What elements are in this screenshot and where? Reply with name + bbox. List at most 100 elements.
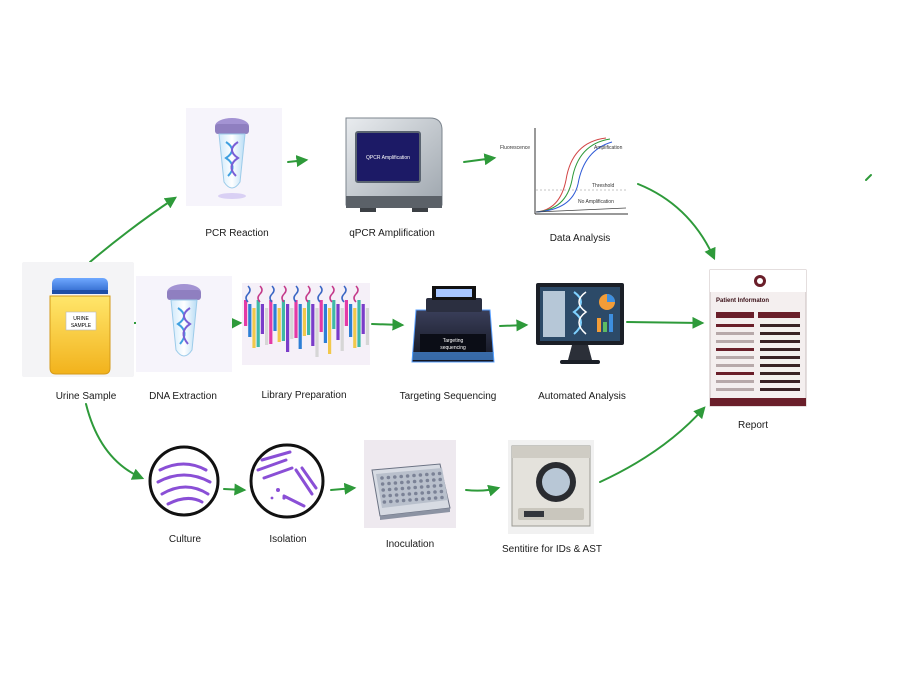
report-line (760, 340, 800, 343)
tray-well (400, 480, 404, 485)
report-line (760, 380, 800, 383)
tray-well (440, 495, 444, 500)
tray-well (426, 490, 431, 495)
tray-well (380, 482, 385, 486)
tray-well (431, 472, 436, 476)
library-bar (365, 308, 369, 345)
sequencer-icon: Targeting sequencing (411, 286, 495, 363)
jar-label-line2: SAMPLE (71, 323, 92, 329)
library-helix (245, 285, 251, 303)
arrow-urine-to-culture (85, 403, 145, 480)
report-line (716, 332, 754, 335)
arrow-stray-mark (865, 174, 872, 181)
tray-well (401, 498, 406, 503)
label-data-analysis: Data Analysis (550, 233, 611, 244)
arrow-seq-to-auto (499, 319, 529, 332)
tray-well (407, 492, 412, 496)
library-helix (329, 285, 335, 303)
tray-well (394, 493, 399, 497)
report-line (760, 348, 800, 351)
jar-label-line1: URINE (73, 316, 89, 322)
report-document-icon: Patient Informaton (709, 269, 807, 407)
label-inoculation: Inoculation (386, 539, 434, 550)
tray-well (433, 496, 438, 500)
library-bar (248, 304, 252, 337)
library-helix (317, 285, 323, 303)
library-bar (357, 300, 361, 347)
pcr-tube-icon (186, 108, 282, 206)
report-line (716, 356, 754, 359)
tray-well (420, 491, 425, 495)
arrow-data-to-report (637, 183, 716, 261)
library-bar (252, 308, 256, 348)
library-bar (323, 304, 327, 343)
label-urine-sample: Urine Sample (56, 391, 117, 402)
label-isolation: Isolation (269, 534, 306, 545)
tray-well (425, 472, 429, 477)
tray-well (387, 487, 392, 492)
analysis-monitor-icon (536, 283, 624, 364)
tray-well (427, 496, 432, 501)
report-line (716, 372, 754, 375)
tray-well (407, 486, 411, 490)
library-helix (281, 285, 287, 303)
tray-well (433, 490, 437, 494)
sensititre-instrument-icon (508, 440, 594, 534)
tray-well (432, 478, 436, 482)
label-dna-extraction: DNA Extraction (149, 391, 217, 402)
library-bar (336, 304, 340, 340)
library-bar (294, 300, 298, 338)
tray-well (413, 485, 418, 490)
report-line (760, 324, 800, 327)
library-bar (353, 308, 357, 348)
sequencer-screen-line1: Targeting (443, 338, 464, 344)
arrow-library-to-seq (371, 318, 405, 331)
tray-well (388, 493, 393, 498)
chart-threshold-label: Threshold (592, 183, 614, 189)
tray-well (421, 497, 425, 501)
culture-plate-icon (148, 445, 220, 517)
tray-well (393, 481, 398, 485)
library-bar (298, 304, 302, 349)
label-targeting-sequencing: Targeting Sequencing (400, 391, 497, 402)
library-helix (257, 285, 263, 303)
arrow-inoculation-to-sensititre (465, 484, 501, 497)
tray-well (381, 488, 386, 492)
label-pcr-reaction: PCR Reaction (205, 228, 268, 239)
tray-well (439, 489, 444, 494)
step-labels: Urine Sample PCR Reaction qPCR Amplifica… (56, 228, 769, 555)
tray-well (382, 500, 387, 504)
label-library-preparation: Library Preparation (261, 390, 346, 401)
urine-sample-jar-icon: URINE SAMPLE (22, 262, 134, 377)
isolation-plate-icon (249, 443, 325, 519)
tray-well (418, 473, 423, 477)
tray-well (387, 481, 391, 486)
library-bar (244, 300, 248, 326)
amplification-chart-icon: Fluorescence Amplification Threshold No … (500, 128, 628, 215)
library-bar (286, 304, 290, 352)
chart-ylabel: Fluorescence (500, 145, 530, 151)
sequencer-screen-line2: sequencing (440, 345, 466, 351)
tray-well (439, 483, 443, 488)
report-line (716, 348, 754, 351)
report-line (716, 340, 754, 343)
library-bar (315, 308, 319, 357)
tray-well (395, 499, 400, 503)
library-bar (311, 304, 315, 346)
tray-well (419, 485, 424, 489)
library-bar (328, 308, 332, 354)
tray-well (426, 484, 430, 489)
library-helix (293, 285, 299, 303)
tray-well (438, 477, 443, 482)
library-bar (277, 308, 281, 342)
tray-well (393, 475, 397, 479)
tray-well (419, 479, 423, 483)
library-bar (302, 308, 306, 336)
report-title: Patient Informaton (716, 298, 769, 304)
tray-well (425, 478, 430, 483)
library-bar (269, 300, 273, 344)
label-qpcr-amplification: qPCR Amplification (349, 228, 435, 239)
arrow-culture-to-isolation (223, 483, 247, 496)
library-bar (273, 304, 277, 331)
